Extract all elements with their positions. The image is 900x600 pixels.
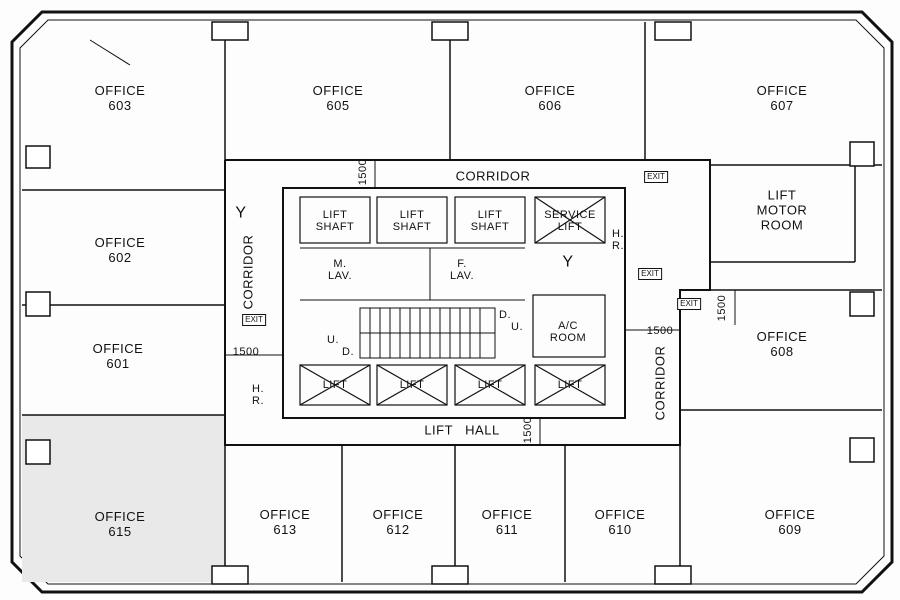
columns	[25, 21, 875, 585]
office-606-label: OFFICE 606	[524, 83, 576, 113]
male-lavatory-label: M. LAV.	[327, 258, 353, 282]
stair-down-left: D.	[342, 346, 354, 358]
lift-2: LIFT	[399, 379, 425, 391]
core-wall	[224, 159, 711, 446]
office-602-label: OFFICE 602	[94, 235, 146, 265]
exterior-wall	[10, 10, 894, 594]
lift-shaft-2: LIFT SHAFT	[392, 209, 432, 233]
dimension-lines	[225, 160, 736, 445]
section-mark-right: Y	[562, 253, 574, 271]
stair-up-left: U.	[327, 334, 339, 346]
lift-1: LIFT	[322, 379, 348, 391]
exit-sign-right: EXIT	[677, 298, 701, 310]
dimension-left: 1500	[232, 346, 260, 358]
ac-room-label: A/C ROOM	[549, 320, 587, 344]
dimension-top: 1500	[357, 158, 369, 186]
office-613-label: OFFICE 613	[259, 507, 311, 537]
exit-sign-right-vertical: EXIT	[638, 268, 662, 280]
lift-4: LIFT	[557, 379, 583, 391]
exterior-wall-inner	[19, 19, 885, 585]
lift-3: LIFT	[477, 379, 503, 391]
stair-down-right: D.	[499, 309, 511, 321]
stairs	[359, 307, 496, 359]
office-607-label: OFFICE 607	[756, 83, 808, 113]
stair-up-right: U.	[511, 321, 523, 333]
office-615-shading	[22, 415, 225, 582]
office-615-label: OFFICE 615	[94, 509, 146, 539]
lift-motor-room-label: LIFT MOTOR ROOM	[756, 187, 808, 233]
dimension-bottom: 1500	[522, 416, 534, 444]
service-lift: SERVICE LIFT	[544, 209, 596, 233]
exit-sign-top: EXIT	[644, 171, 668, 183]
hose-reel-left: H. R.	[252, 383, 264, 407]
office-605-label: OFFICE 605	[312, 83, 364, 113]
lift-hall-label: LIFT HALL	[424, 422, 500, 438]
lifts	[299, 364, 606, 406]
north-arrow	[89, 39, 131, 66]
corridor-top-label: CORRIDOR	[455, 168, 531, 184]
dimension-far-right: 1500	[716, 294, 728, 322]
office-610-label: OFFICE 610	[594, 507, 646, 537]
office-611-label: OFFICE 611	[481, 507, 533, 537]
core-inner	[282, 187, 626, 419]
lift-shaft-1: LIFT SHAFT	[315, 209, 355, 233]
exit-sign-left: EXIT	[242, 314, 266, 326]
office-601-label: OFFICE 601	[92, 341, 144, 371]
office-608-label: OFFICE 608	[756, 329, 808, 359]
office-609-label: OFFICE 609	[764, 507, 816, 537]
female-lavatory-label: F. LAV.	[449, 258, 475, 282]
hose-reel-right: H. R.	[612, 228, 624, 252]
section-mark-left: Y	[235, 204, 247, 222]
dimension-right: 1500	[646, 325, 674, 337]
partitions	[22, 22, 882, 582]
corridor-right-label: CORRIDOR	[652, 345, 668, 421]
office-603-label: OFFICE 603	[94, 83, 146, 113]
lift-shaft-3: LIFT SHAFT	[470, 209, 510, 233]
lift-shafts	[299, 196, 606, 244]
office-612-label: OFFICE 612	[372, 507, 424, 537]
corridor-left-label: CORRIDOR	[240, 234, 256, 310]
ac-room-wall	[532, 294, 606, 358]
